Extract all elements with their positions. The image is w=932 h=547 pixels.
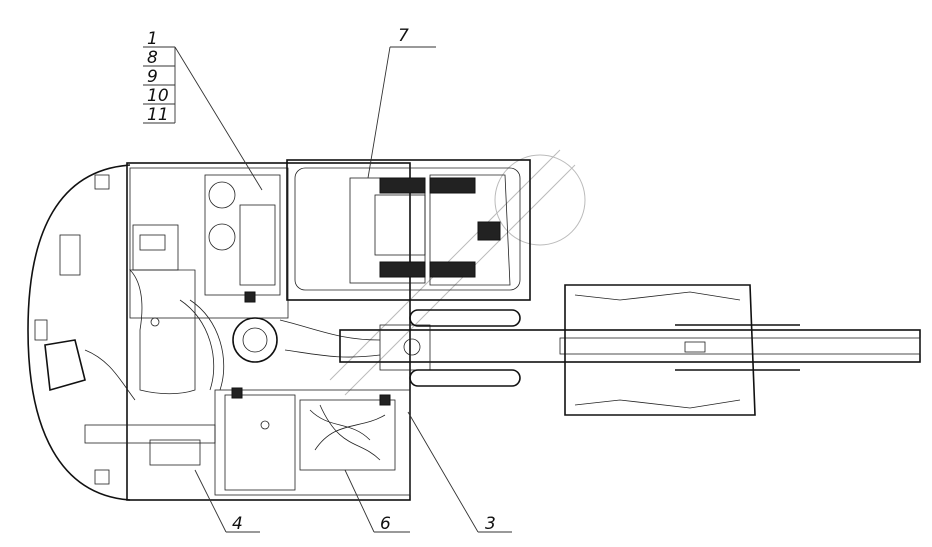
- callout-group-1: 1 8 9 10 11: [143, 29, 263, 191]
- callout-6: 6: [380, 514, 391, 534]
- callout-7: 7: [398, 26, 409, 46]
- operator-cab: [286, 159, 531, 301]
- callout-10: 10: [147, 86, 169, 106]
- callout-9: 9: [147, 67, 158, 87]
- callout-8: 8: [147, 48, 158, 68]
- boom-assembly: [339, 284, 921, 416]
- chassis-outline: [27, 162, 411, 501]
- callout-group-4: 4: [194, 469, 260, 534]
- callout-1: 1: [147, 29, 158, 49]
- callout-group-3: 3: [407, 411, 512, 534]
- callout-group-6: 6: [344, 469, 410, 534]
- engine-compartment: [44, 174, 396, 491]
- callout-3: 3: [485, 514, 496, 534]
- callout-group-7: 7: [367, 26, 436, 179]
- callout-11: 11: [147, 105, 169, 125]
- callout-4: 4: [232, 514, 243, 534]
